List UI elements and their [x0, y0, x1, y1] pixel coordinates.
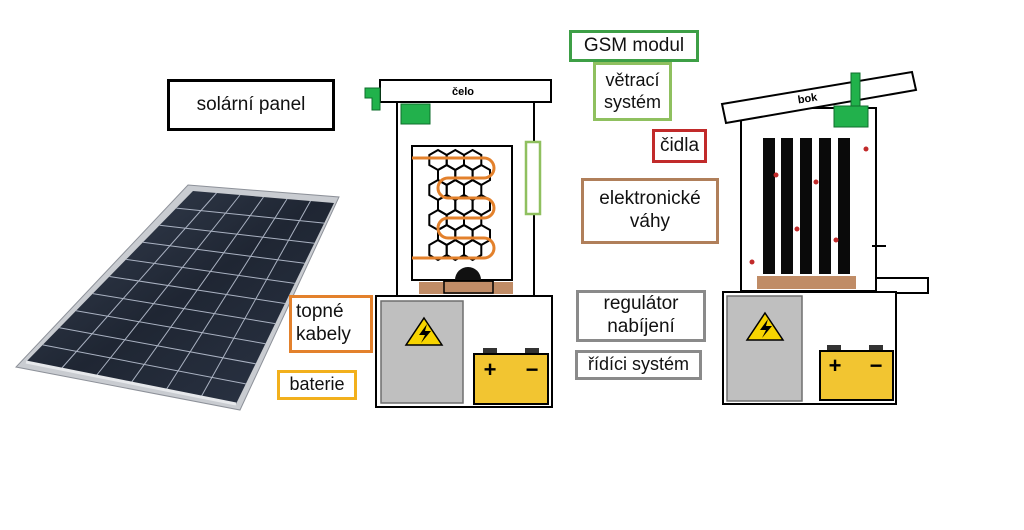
side-battery-minus: − — [870, 353, 883, 378]
side-gsm-antenna — [850, 72, 861, 112]
side-frame — [781, 138, 793, 274]
front-view-hive: čelo + − — [364, 79, 553, 408]
label-scale: elektronické váhy — [581, 178, 719, 244]
side-gsm-module — [833, 105, 869, 128]
side-landing-board — [875, 277, 929, 294]
label-ventilation: větrací systém — [593, 62, 672, 121]
front-battery-plus: + — [484, 357, 497, 382]
label-ventilation-text: větrací systém — [603, 69, 661, 112]
side-sensors — [749, 146, 869, 265]
front-hazard-bolt — [419, 324, 431, 343]
label-control-system: řídíci systém — [575, 350, 702, 380]
front-roof-label: čelo — [452, 86, 474, 98]
side-frames — [763, 138, 850, 274]
label-gsm-module-text: GSM modul — [583, 34, 685, 56]
sensor-dot — [813, 179, 819, 185]
solar-panel-grid — [42, 192, 325, 398]
side-battery — [819, 350, 894, 401]
label-sensors: čidla — [652, 129, 707, 163]
sensor-dot — [863, 146, 869, 152]
front-battery-terminal-pos — [483, 348, 497, 354]
label-battery-text: baterie — [289, 374, 345, 395]
front-control-cabinet — [380, 300, 464, 404]
label-charge-regulator: regulátor nabíjení — [576, 290, 706, 342]
front-scale-sensor — [455, 267, 481, 280]
panel-grid-line — [159, 224, 315, 244]
label-scale-text: elektronické váhy — [599, 188, 701, 232]
honeycomb-cell — [463, 238, 483, 262]
panel-grid-line — [109, 276, 286, 304]
heating-cable — [412, 156, 496, 260]
panel-grid-line — [176, 207, 325, 224]
panel-grid-line — [76, 310, 266, 345]
front-battery — [473, 353, 549, 405]
side-battery-terminal-neg — [869, 345, 883, 351]
sensor-dot — [773, 172, 779, 178]
label-heating-cables-text: topné kabely — [296, 301, 351, 345]
label-sensors-text: čidla — [659, 134, 700, 156]
panel-grid-line — [126, 258, 295, 284]
sensor-dot — [833, 237, 839, 243]
side-frame — [763, 138, 775, 274]
sensor-dot — [794, 226, 800, 232]
side-frame — [819, 138, 831, 274]
label-solar-panel: solární panel — [167, 79, 335, 131]
side-control-cabinet — [726, 295, 803, 402]
front-scale-top-outline — [443, 280, 494, 294]
label-solar-panel-text: solární panel — [196, 93, 306, 115]
side-battery-plus: + — [829, 353, 842, 378]
front-battery-minus: − — [526, 357, 539, 382]
side-roof — [720, 70, 918, 125]
label-heating-cables: topné kabely — [289, 295, 373, 353]
side-roof-label: bok — [797, 91, 819, 106]
front-gsm-module — [400, 103, 431, 125]
side-frame — [838, 138, 850, 274]
front-ventilation-slot — [524, 140, 542, 216]
panel-grid-line — [42, 344, 246, 385]
label-battery: baterie — [277, 370, 357, 400]
solar-panel-edge — [25, 360, 237, 406]
side-battery-terminal-pos — [827, 345, 841, 351]
front-gsm-antenna — [364, 87, 381, 111]
side-view-hive: bok — [720, 70, 929, 405]
label-control-system-text: řídíci systém — [587, 354, 689, 375]
label-gsm-module: GSM modul — [569, 30, 699, 62]
panel-grid-line — [92, 293, 276, 325]
sensor-dot — [749, 259, 755, 265]
side-scale-platform — [757, 276, 856, 289]
honeycomb — [428, 148, 491, 262]
panel-grid-line — [142, 241, 305, 264]
front-battery-terminal-neg — [525, 348, 539, 354]
label-charge-regulator-text: regulátor nabíjení — [603, 293, 679, 337]
solar-panel-surface — [26, 191, 334, 404]
side-hazard-bolt — [760, 319, 772, 338]
front-scale-platform — [419, 282, 513, 294]
solar-panel — [15, 184, 340, 411]
side-frame — [800, 138, 812, 274]
panel-grid-line — [59, 327, 256, 365]
